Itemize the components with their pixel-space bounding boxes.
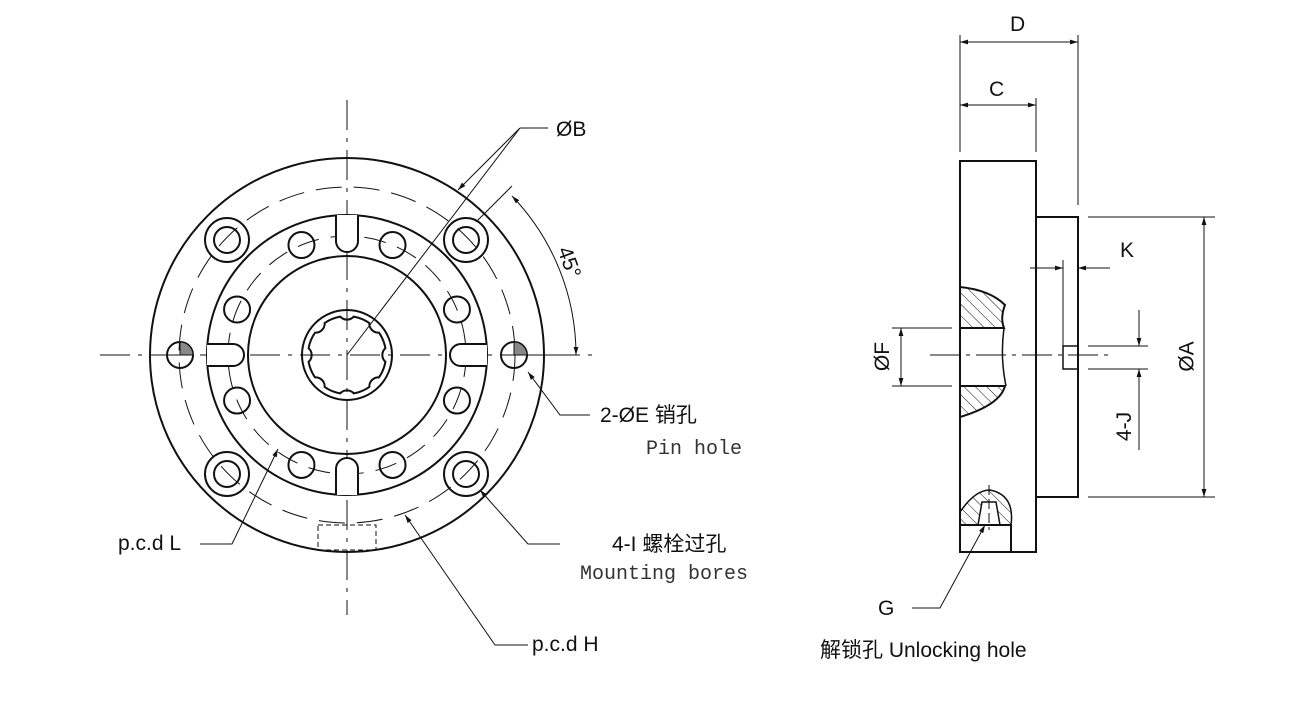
dim-c-label: C (989, 78, 1005, 101)
dim-d-label: D (1010, 13, 1026, 36)
dim-g-label: G (878, 597, 895, 620)
unlocking-label: 解锁孔 Unlocking hole (820, 639, 1027, 662)
mounting-label: 4-I 螺栓过孔 (612, 533, 727, 556)
spline-profile (307, 315, 387, 395)
pcd-l-hole (442, 295, 471, 324)
dim-k-label: K (1120, 239, 1135, 262)
pcd-l-hole (378, 231, 407, 260)
leaders (200, 127, 590, 646)
side-dims (892, 35, 1215, 609)
inner-bore (247, 255, 447, 455)
pcd-l-hole (223, 386, 252, 415)
pcd-l-label: p.c.d L (118, 532, 182, 555)
pcd-l-hole (223, 295, 252, 324)
section-hatch-bottom (959, 385, 1007, 419)
section-hatch-top (959, 285, 1007, 329)
front-view (100, 100, 600, 646)
unlocking-hole-hidden (317, 524, 377, 551)
spline-tooth-profile (307, 315, 387, 395)
pcd-l-holes (223, 231, 471, 479)
pcd-l-hole (442, 386, 471, 415)
side-view (892, 35, 1215, 609)
pcd-l-hole (287, 450, 316, 479)
dia-a-label: ØA (1175, 341, 1199, 372)
dim-4j-label: 4-J (1113, 411, 1137, 442)
hub-boss (1035, 216, 1079, 498)
dia-b-label: ØB (556, 118, 587, 141)
mounting-en: Mounting bores (580, 563, 749, 586)
pcd-h-label: p.c.d H (532, 633, 599, 656)
mounting-bores (204, 217, 489, 497)
slots (207, 215, 487, 495)
spline-outer (301, 309, 393, 401)
bore-break (1001, 327, 1007, 387)
pin-square (1062, 345, 1079, 370)
pcd-l-hole (378, 450, 407, 479)
pcd-l-hole (287, 231, 316, 260)
unlock-counterbore (959, 524, 1012, 553)
pin-hole-label: 2-ØE 销孔 (600, 404, 697, 427)
dia-f-label: ØF (871, 341, 895, 372)
pin-hole-en: Pin hole (646, 438, 743, 461)
